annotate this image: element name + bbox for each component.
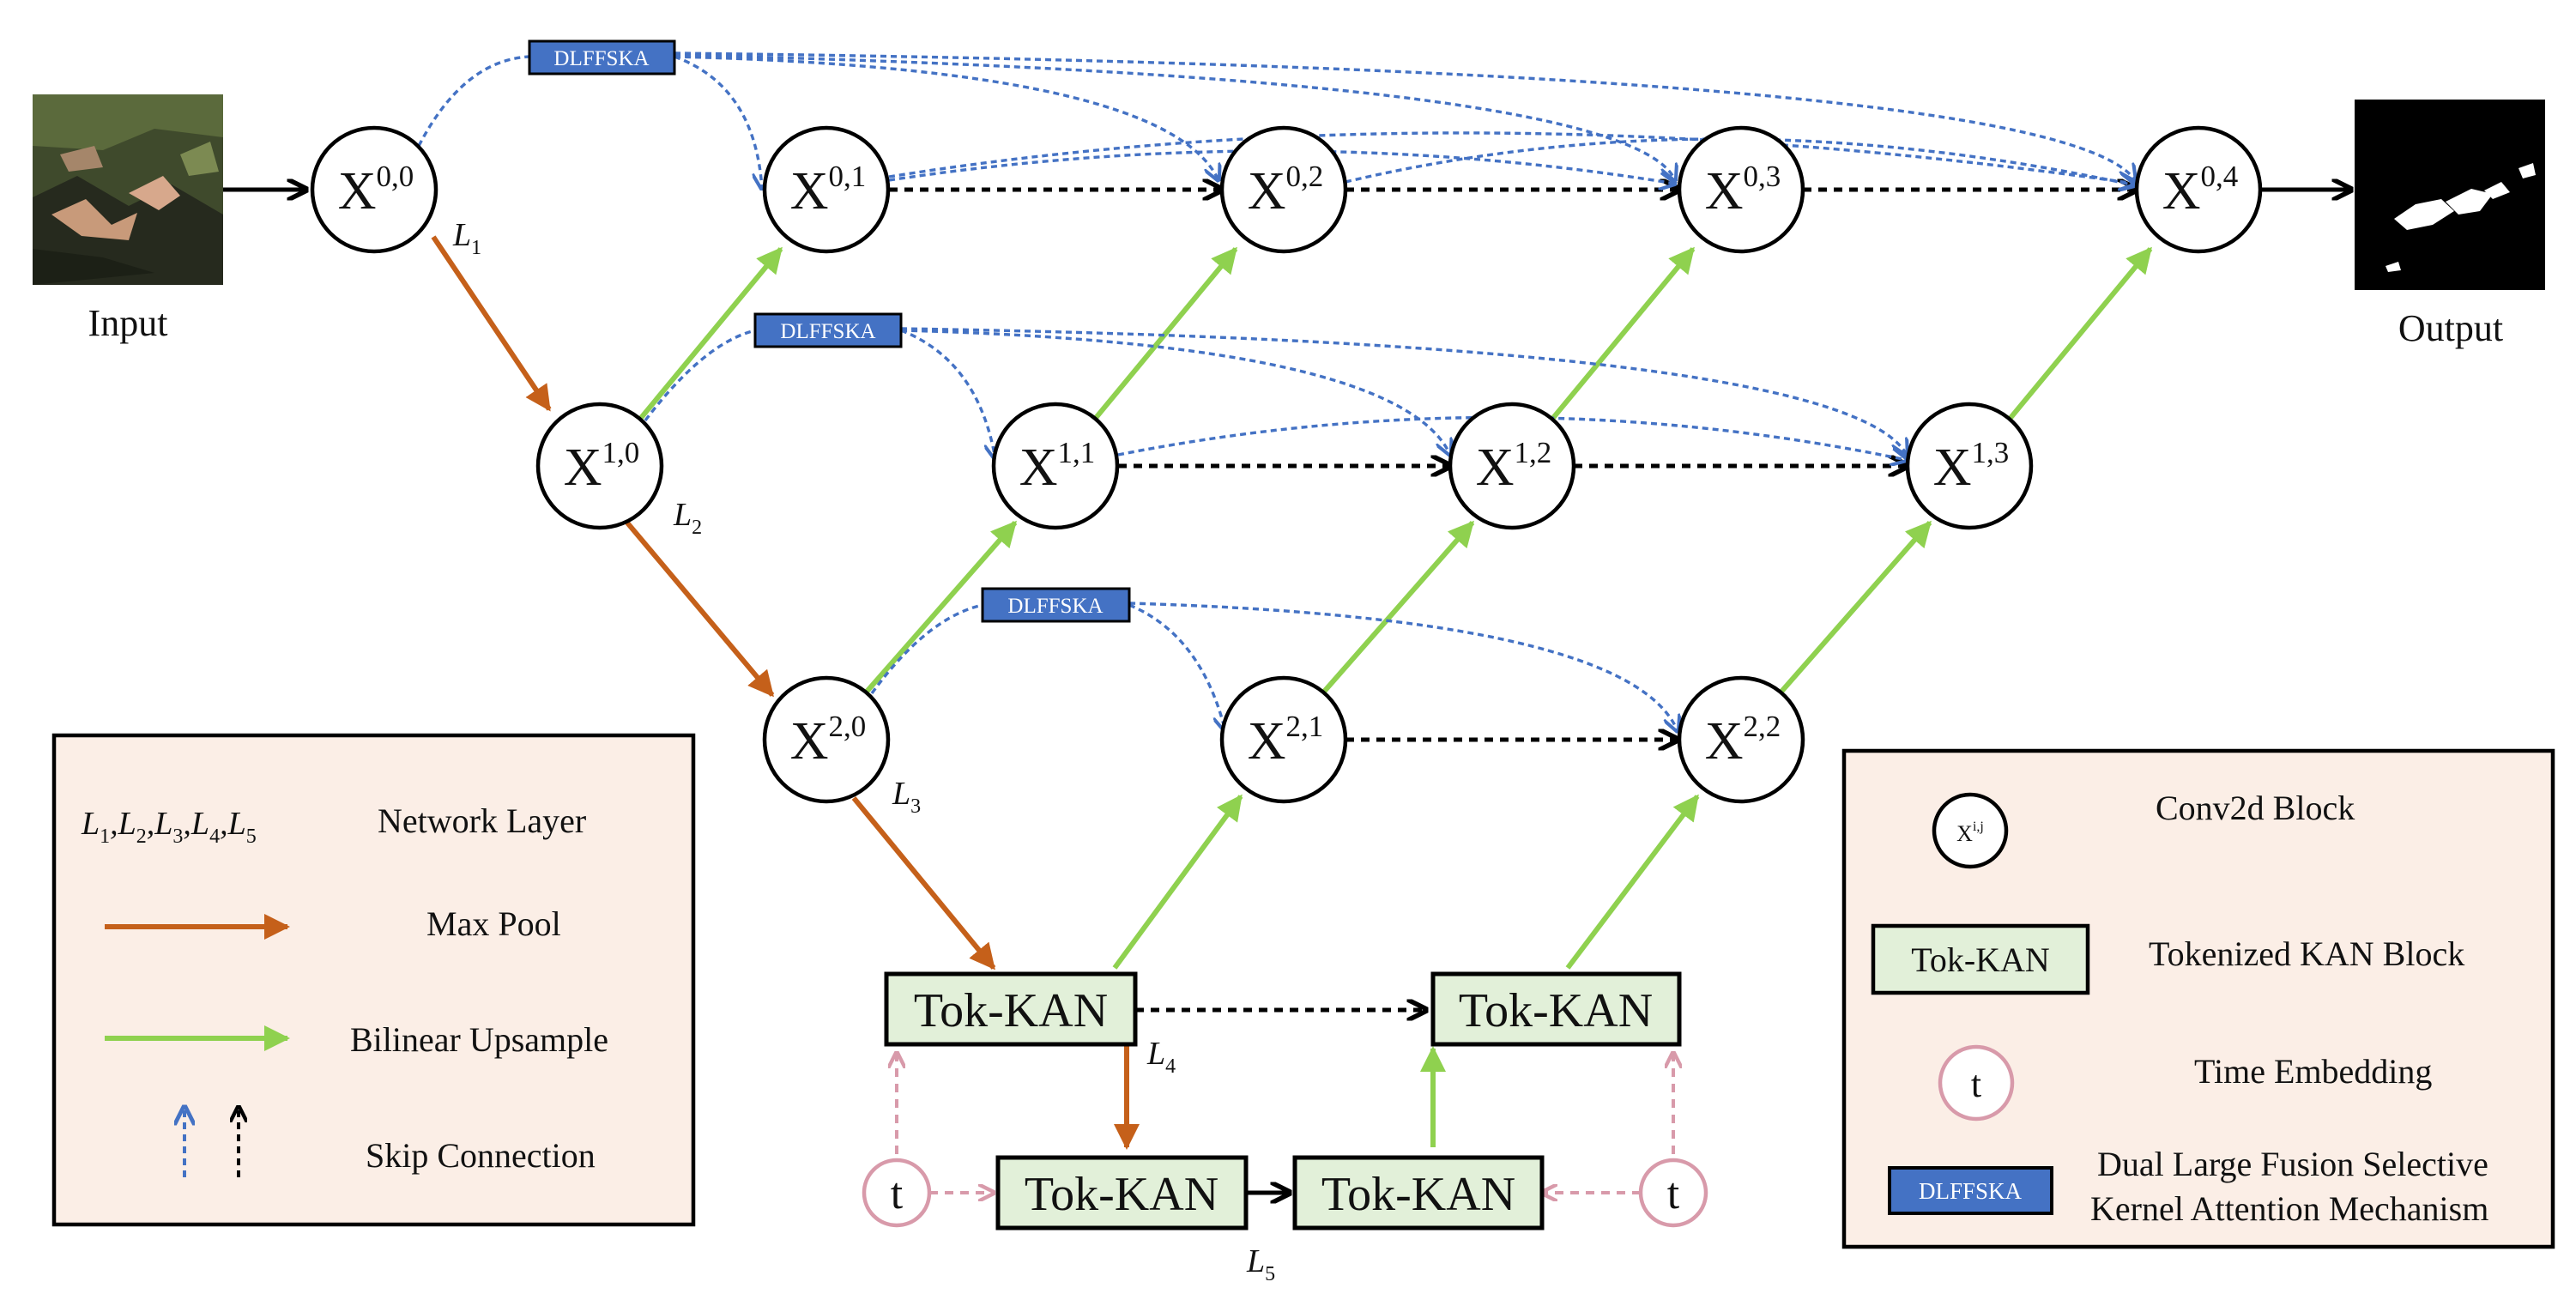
layer-label-L2: L2 xyxy=(673,497,702,539)
conv-node-circle xyxy=(2134,125,2263,254)
upsample-arrow-x20-x11 xyxy=(864,520,1018,693)
upsample-arrow-x13-x04 xyxy=(2008,246,2153,420)
tok-kan-encoder-block: Tok-KAN xyxy=(884,971,1138,1047)
conv-node-x10: X1,0 xyxy=(535,402,664,530)
maxpool-arrow-x00-x10 xyxy=(431,235,552,412)
attention-connections-row2 xyxy=(870,602,1678,731)
maxpool-arrow-x10-x20 xyxy=(624,520,775,698)
tok-kan-bottom-left-block: Tok-KAN xyxy=(995,1155,1249,1230)
conv-node-circle xyxy=(1905,402,2034,530)
legend-conv-symbol-label: Xi,j xyxy=(1956,819,1984,846)
upsample-arrow-x22-x13 xyxy=(1779,520,1932,693)
upsample-arrow-x10-x01 xyxy=(638,246,783,420)
upsample-arrow-x11-x02 xyxy=(1093,246,1238,420)
layer-label-L3: L3 xyxy=(892,776,921,818)
conv-node-circle xyxy=(535,402,664,530)
dlffska-label-row2: DLFFSKA xyxy=(1007,595,1103,618)
conv-node-circle xyxy=(991,402,1120,530)
conv-node-label: X2,2 xyxy=(1705,710,1781,771)
legend-time-embedding: Time Embedding xyxy=(2194,1052,2432,1091)
conv-node-circle xyxy=(1219,675,1348,804)
legend-dl-line2: Kernel Attention Mechanism xyxy=(2090,1189,2488,1228)
conv-node-label: X0,3 xyxy=(1705,160,1781,221)
conv-node-x04: X0,4 xyxy=(2134,125,2263,254)
conv-node-label: X2,0 xyxy=(790,710,867,771)
dlffska-block-row1: DLFFSKA xyxy=(753,312,903,348)
legend-max-pool: Max Pool xyxy=(426,904,561,943)
tok-kan-encoder-label: Tok-KAN xyxy=(914,984,1108,1037)
conv-node-circle xyxy=(1677,675,1805,804)
layer-label-L1: L1 xyxy=(452,217,481,259)
legend-tok-symbol-box xyxy=(1871,923,2090,995)
tok-kan-decoder-label: Tok-KAN xyxy=(1459,984,1653,1037)
conv-node-label: X1,0 xyxy=(564,436,640,497)
legend-left: L1,L2,L3,L4,L5 Network Layer Max Pool Bi… xyxy=(51,733,696,1227)
legend-right: Xi,j Conv2d Block Tok-KAN Tokenized KAN … xyxy=(1841,748,2555,1249)
legend-dl-symbol-label: DLFFSKA xyxy=(1919,1178,2023,1204)
conv-node-label: X0,2 xyxy=(1248,160,1324,221)
conv-node-circle xyxy=(1448,402,1576,530)
legend-skip-connection: Skip Connection xyxy=(366,1136,596,1175)
conv-node-x12: X1,2 xyxy=(1448,402,1576,530)
conv-node-label: X2,1 xyxy=(1248,710,1324,771)
output-caption: Output xyxy=(2398,307,2503,349)
legend-network-layer: Network Layer xyxy=(378,801,586,840)
conv-node-x22: X2,2 xyxy=(1677,675,1805,804)
legend-layer-symbols: L1,L2,L3,L4,L5 xyxy=(81,806,257,848)
conv-node-x02: X0,2 xyxy=(1219,125,1348,254)
conv-node-circle xyxy=(762,125,891,254)
dlffska-label-row1: DLFFSKA xyxy=(780,320,875,343)
tok-kan-bottom-right-block: Tok-KAN xyxy=(1292,1155,1545,1230)
tok-kan-bottom-left-label: Tok-KAN xyxy=(1025,1168,1218,1221)
conv-node-circle xyxy=(762,675,891,804)
upsample-arrow-tok-x21 xyxy=(1112,794,1243,970)
conv-node-x13: X1,3 xyxy=(1905,402,2034,530)
conv-nodes: X0,0 X0,1 X0,2 X0,3 X0,4X1,0 X1,1 X1,2 X1,3X2,0… xyxy=(310,125,2263,804)
input-image xyxy=(33,94,223,285)
conv-node-circle xyxy=(1677,125,1805,254)
upsample-arrow-tok-x22 xyxy=(1565,794,1700,970)
time-embedding-left: t xyxy=(862,1158,932,1228)
dlffska-block-row0: DLFFSKA xyxy=(528,39,676,76)
time-embedding-left-label: t xyxy=(891,1170,904,1218)
output-image xyxy=(2355,100,2545,290)
legend-tok-symbol-label: Tok-KAN xyxy=(1911,940,2050,979)
upsample-arrow-x21-x12 xyxy=(1321,520,1475,693)
input-caption: Input xyxy=(88,302,168,344)
dlffska-label-row0: DLFFSKA xyxy=(553,47,649,70)
conv-node-label: X1,1 xyxy=(1019,436,1096,497)
time-embedding-right: t xyxy=(1638,1158,1708,1228)
layer-label-L5: L5 xyxy=(1246,1243,1275,1285)
conv-node-circle xyxy=(1219,125,1348,254)
tok-kan-decoder-block: Tok-KAN xyxy=(1430,971,1682,1047)
conv-node-x00: X0,0 xyxy=(310,125,438,254)
conv-node-label: X0,0 xyxy=(338,160,414,221)
conv-node-x03: X0,3 xyxy=(1677,125,1805,254)
legend-tok-block: Tokenized KAN Block xyxy=(2149,934,2464,973)
time-embedding-right-label: t xyxy=(1667,1170,1680,1218)
legend-conv-block: Conv2d Block xyxy=(2156,789,2355,827)
conv-node-label: X0,4 xyxy=(2162,160,2239,221)
conv-node-x20: X2,0 xyxy=(762,675,891,804)
conv-node-label: X1,2 xyxy=(1476,436,1552,497)
tok-kan-bottom-right-label: Tok-KAN xyxy=(1321,1168,1515,1221)
conv-node-x21: X2,1 xyxy=(1219,675,1348,804)
conv-node-label: X0,1 xyxy=(790,160,867,221)
layer-label-L4: L4 xyxy=(1146,1036,1176,1078)
legend-dl-line1: Dual Large Fusion Selective xyxy=(2097,1145,2488,1183)
conv-node-label: X1,3 xyxy=(1933,436,2010,497)
attention-connections-row1 xyxy=(644,327,1907,460)
legend-bilinear-upsample: Bilinear Upsample xyxy=(350,1020,608,1059)
legend-conv-symbol xyxy=(1932,792,2009,869)
dlffska-block-row2: DLFFSKA xyxy=(981,587,1131,623)
legend-time-symbol-label: t xyxy=(1971,1063,1981,1105)
legend-time-symbol xyxy=(1938,1044,2015,1122)
upsample-arrow-x12-x03 xyxy=(1551,246,1696,420)
conv-node-circle xyxy=(310,125,438,254)
maxpool-arrow-x20-tok xyxy=(851,796,996,970)
conv-node-x01: X0,1 xyxy=(762,125,891,254)
legend-dl-symbol-box xyxy=(1888,1166,2053,1215)
conv-node-x11: X1,1 xyxy=(991,402,1120,530)
